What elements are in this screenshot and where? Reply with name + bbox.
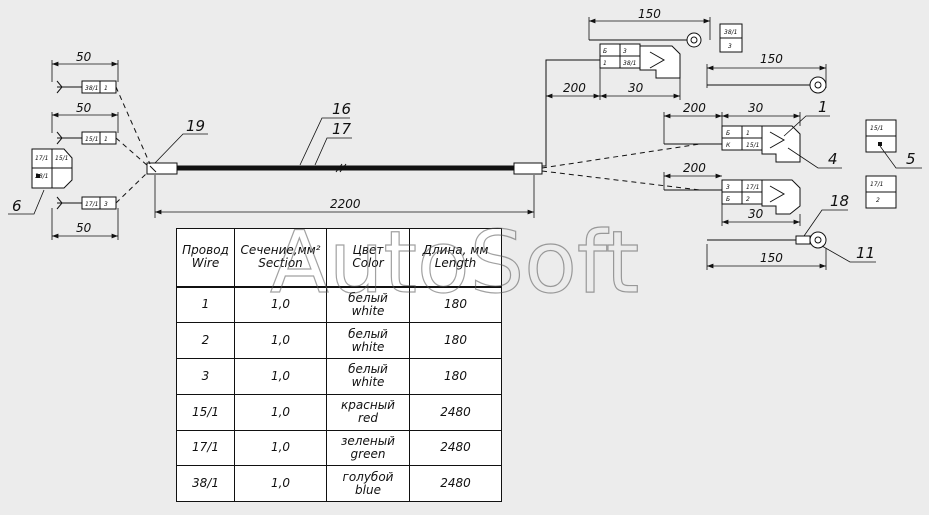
svg-text:Б: Б — [726, 196, 730, 203]
callout-leaders — [8, 115, 922, 263]
dim-right-150-b: 150 — [760, 52, 783, 66]
svg-text:2: 2 — [876, 197, 880, 204]
callout-16: 16 — [332, 100, 351, 118]
callout-17: 17 — [332, 120, 352, 138]
dim-left-bottom: 50 — [76, 221, 92, 235]
callout-5: 5 — [906, 150, 916, 168]
dim-right-top: 150 — [638, 7, 661, 21]
callout-1: 1 — [818, 98, 828, 116]
svg-text:1: 1 — [746, 130, 750, 137]
dim-main-length: 2200 — [330, 197, 361, 211]
svg-text:3: 3 — [728, 43, 732, 50]
svg-text:3: 3 — [726, 184, 730, 191]
dim-left-top: 50 — [76, 50, 92, 64]
svg-text:1: 1 — [104, 85, 108, 92]
connector-labels: 38/1 1 15/1 1 17/1 3 17/1 15/1 38/1 Б 3 … — [35, 29, 883, 208]
dim-left-mid: 50 — [76, 101, 92, 115]
right-dimensions — [546, 17, 827, 270]
svg-text:2: 2 — [746, 196, 750, 203]
svg-text:3: 3 — [623, 48, 627, 55]
svg-text:15/1: 15/1 — [746, 142, 759, 149]
svg-text:38/1: 38/1 — [724, 29, 737, 36]
svg-text:38/1: 38/1 — [623, 60, 636, 67]
dimension-texts: 50 50 50 2200 150 200 30 150 200 30 200 … — [76, 7, 783, 265]
dim-right-30-b: 30 — [748, 101, 764, 115]
svg-text:17/1: 17/1 — [85, 201, 98, 208]
callout-18: 18 — [830, 192, 849, 210]
dim-right-200-a: 200 — [563, 81, 586, 95]
dim-right-30-a: 30 — [628, 81, 644, 95]
svg-text:17/1: 17/1 — [746, 184, 759, 191]
callout-4: 4 — [828, 150, 838, 168]
svg-text:17/1: 17/1 — [870, 181, 883, 188]
svg-text:15/1: 15/1 — [85, 136, 98, 143]
left-branches — [31, 80, 151, 210]
dim-right-150-c: 150 — [760, 251, 783, 265]
dim-right-30-c: 30 — [748, 207, 764, 221]
callout-19: 19 — [186, 117, 205, 135]
svg-text:3: 3 — [104, 201, 108, 208]
svg-text:Б: Б — [603, 48, 607, 55]
callout-6: 6 — [12, 197, 22, 215]
svg-text:15/1: 15/1 — [870, 125, 883, 132]
callout-11: 11 — [856, 244, 875, 262]
svg-text:15/1: 15/1 — [55, 155, 68, 162]
right-branches — [541, 23, 897, 249]
svg-text:38/1: 38/1 — [85, 85, 98, 92]
callout-numbers: 16 17 19 6 1 4 5 18 11 — [12, 98, 916, 262]
svg-text:38/1: 38/1 — [35, 173, 48, 180]
dim-right-200-b: 200 — [683, 101, 706, 115]
svg-text:17/1: 17/1 — [35, 155, 48, 162]
svg-text:Б: Б — [726, 130, 730, 137]
svg-text:К: К — [726, 142, 731, 149]
main-harness — [146, 162, 543, 175]
left-dimensions — [51, 60, 535, 240]
svg-text:1: 1 — [603, 60, 607, 67]
dim-right-200-c: 200 — [683, 161, 706, 175]
svg-text:1: 1 — [104, 136, 108, 143]
